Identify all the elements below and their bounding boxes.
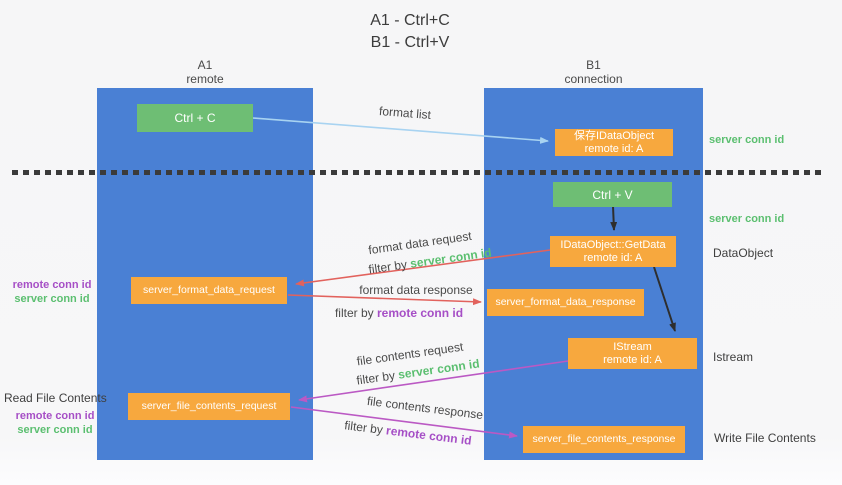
diagram-title: A1 - Ctrl+C B1 - Ctrl+V (0, 10, 820, 54)
column-a1-name: A1 (197, 58, 213, 72)
title-line-a1: A1 - Ctrl+C (370, 12, 450, 29)
annotation-filter-remote-1: filter by remote conn id (335, 306, 463, 320)
label-write-file-contents: Write File Contents (714, 431, 816, 445)
label-bottom-left-server-conn-id: server conn id (17, 424, 93, 436)
remote-conn-id-text: remote conn id (377, 306, 464, 320)
label-istream: Istream (713, 350, 754, 364)
node-save-idataobject-title: 保存IDataObject (573, 129, 655, 142)
phase-divider-dotted-line (12, 170, 823, 175)
node-server-format-data-request: server_format_data_request (131, 277, 287, 304)
column-header-a1: A1 remote (97, 58, 313, 86)
column-b1-name: B1 (586, 58, 601, 72)
filter-by-text: filter by (355, 368, 396, 388)
node-format-response-label: server_format_data_response (495, 296, 636, 308)
label-right-server-conn-id-mid: server conn id (709, 213, 785, 225)
node-server-format-data-response: server_format_data_response (487, 289, 644, 316)
annotation-format-data-response: format data response (359, 283, 473, 297)
node-ctrl-c-label: Ctrl + C (174, 111, 216, 125)
column-b1-role: connection (564, 72, 623, 86)
annotation-format-list: format list (378, 103, 432, 123)
annotation-filter-remote-2: filter by remote conn id (344, 418, 473, 448)
node-idataobject-getdata: IDataObject::GetData remote id: A (550, 236, 676, 267)
filter-by-text: filter by (367, 257, 408, 277)
node-ctrl-v-label: Ctrl + V (592, 187, 633, 202)
label-block-bottom-left: Read File Contents remote conn id server… (4, 391, 107, 437)
node-ctrl-c: Ctrl + C (137, 104, 253, 132)
column-header-b1: B1 connection (484, 58, 703, 86)
label-right-server-conn-id-top: server conn id (709, 134, 785, 146)
node-getdata-remote-id: remote id: A (583, 251, 643, 264)
annotation-file-contents-response: file contents response (366, 393, 484, 423)
node-format-request-label: server_format_data_request (143, 284, 275, 296)
filter-by-text: filter by (334, 306, 374, 320)
node-server-file-contents-request: server_file_contents_request (128, 393, 290, 420)
title-line-b1: B1 - Ctrl+V (370, 34, 450, 51)
label-mid-left-server-conn-id: server conn id (14, 293, 90, 305)
node-getdata-title: IDataObject::GetData (560, 238, 666, 251)
node-file-response-label: server_file_contents_response (532, 433, 676, 445)
filter-by-text: filter by (343, 418, 384, 437)
node-server-file-contents-response: server_file_contents_response (523, 426, 685, 453)
column-a1-role: remote (186, 72, 224, 86)
label-mid-left-remote-conn-id: remote conn id (12, 279, 92, 291)
node-istream-title: IStream (613, 340, 652, 353)
node-ctrl-v: Ctrl + V (553, 182, 672, 207)
label-block-mid-left: remote conn id server conn id (8, 278, 96, 306)
node-save-idataobject-remote-id: remote id: A (584, 142, 644, 155)
node-istream: IStream remote id: A (568, 338, 697, 369)
node-istream-remote-id: remote id: A (603, 353, 662, 366)
label-dataobject: DataObject (713, 246, 774, 260)
node-save-idataobject: 保存IDataObject remote id: A (555, 129, 673, 156)
remote-conn-id-text: remote conn id (385, 423, 473, 448)
node-file-request-label: server_file_contents_request (141, 400, 277, 412)
label-read-file-contents: Read File Contents (4, 391, 107, 405)
label-bottom-left-remote-conn-id: remote conn id (15, 410, 95, 422)
